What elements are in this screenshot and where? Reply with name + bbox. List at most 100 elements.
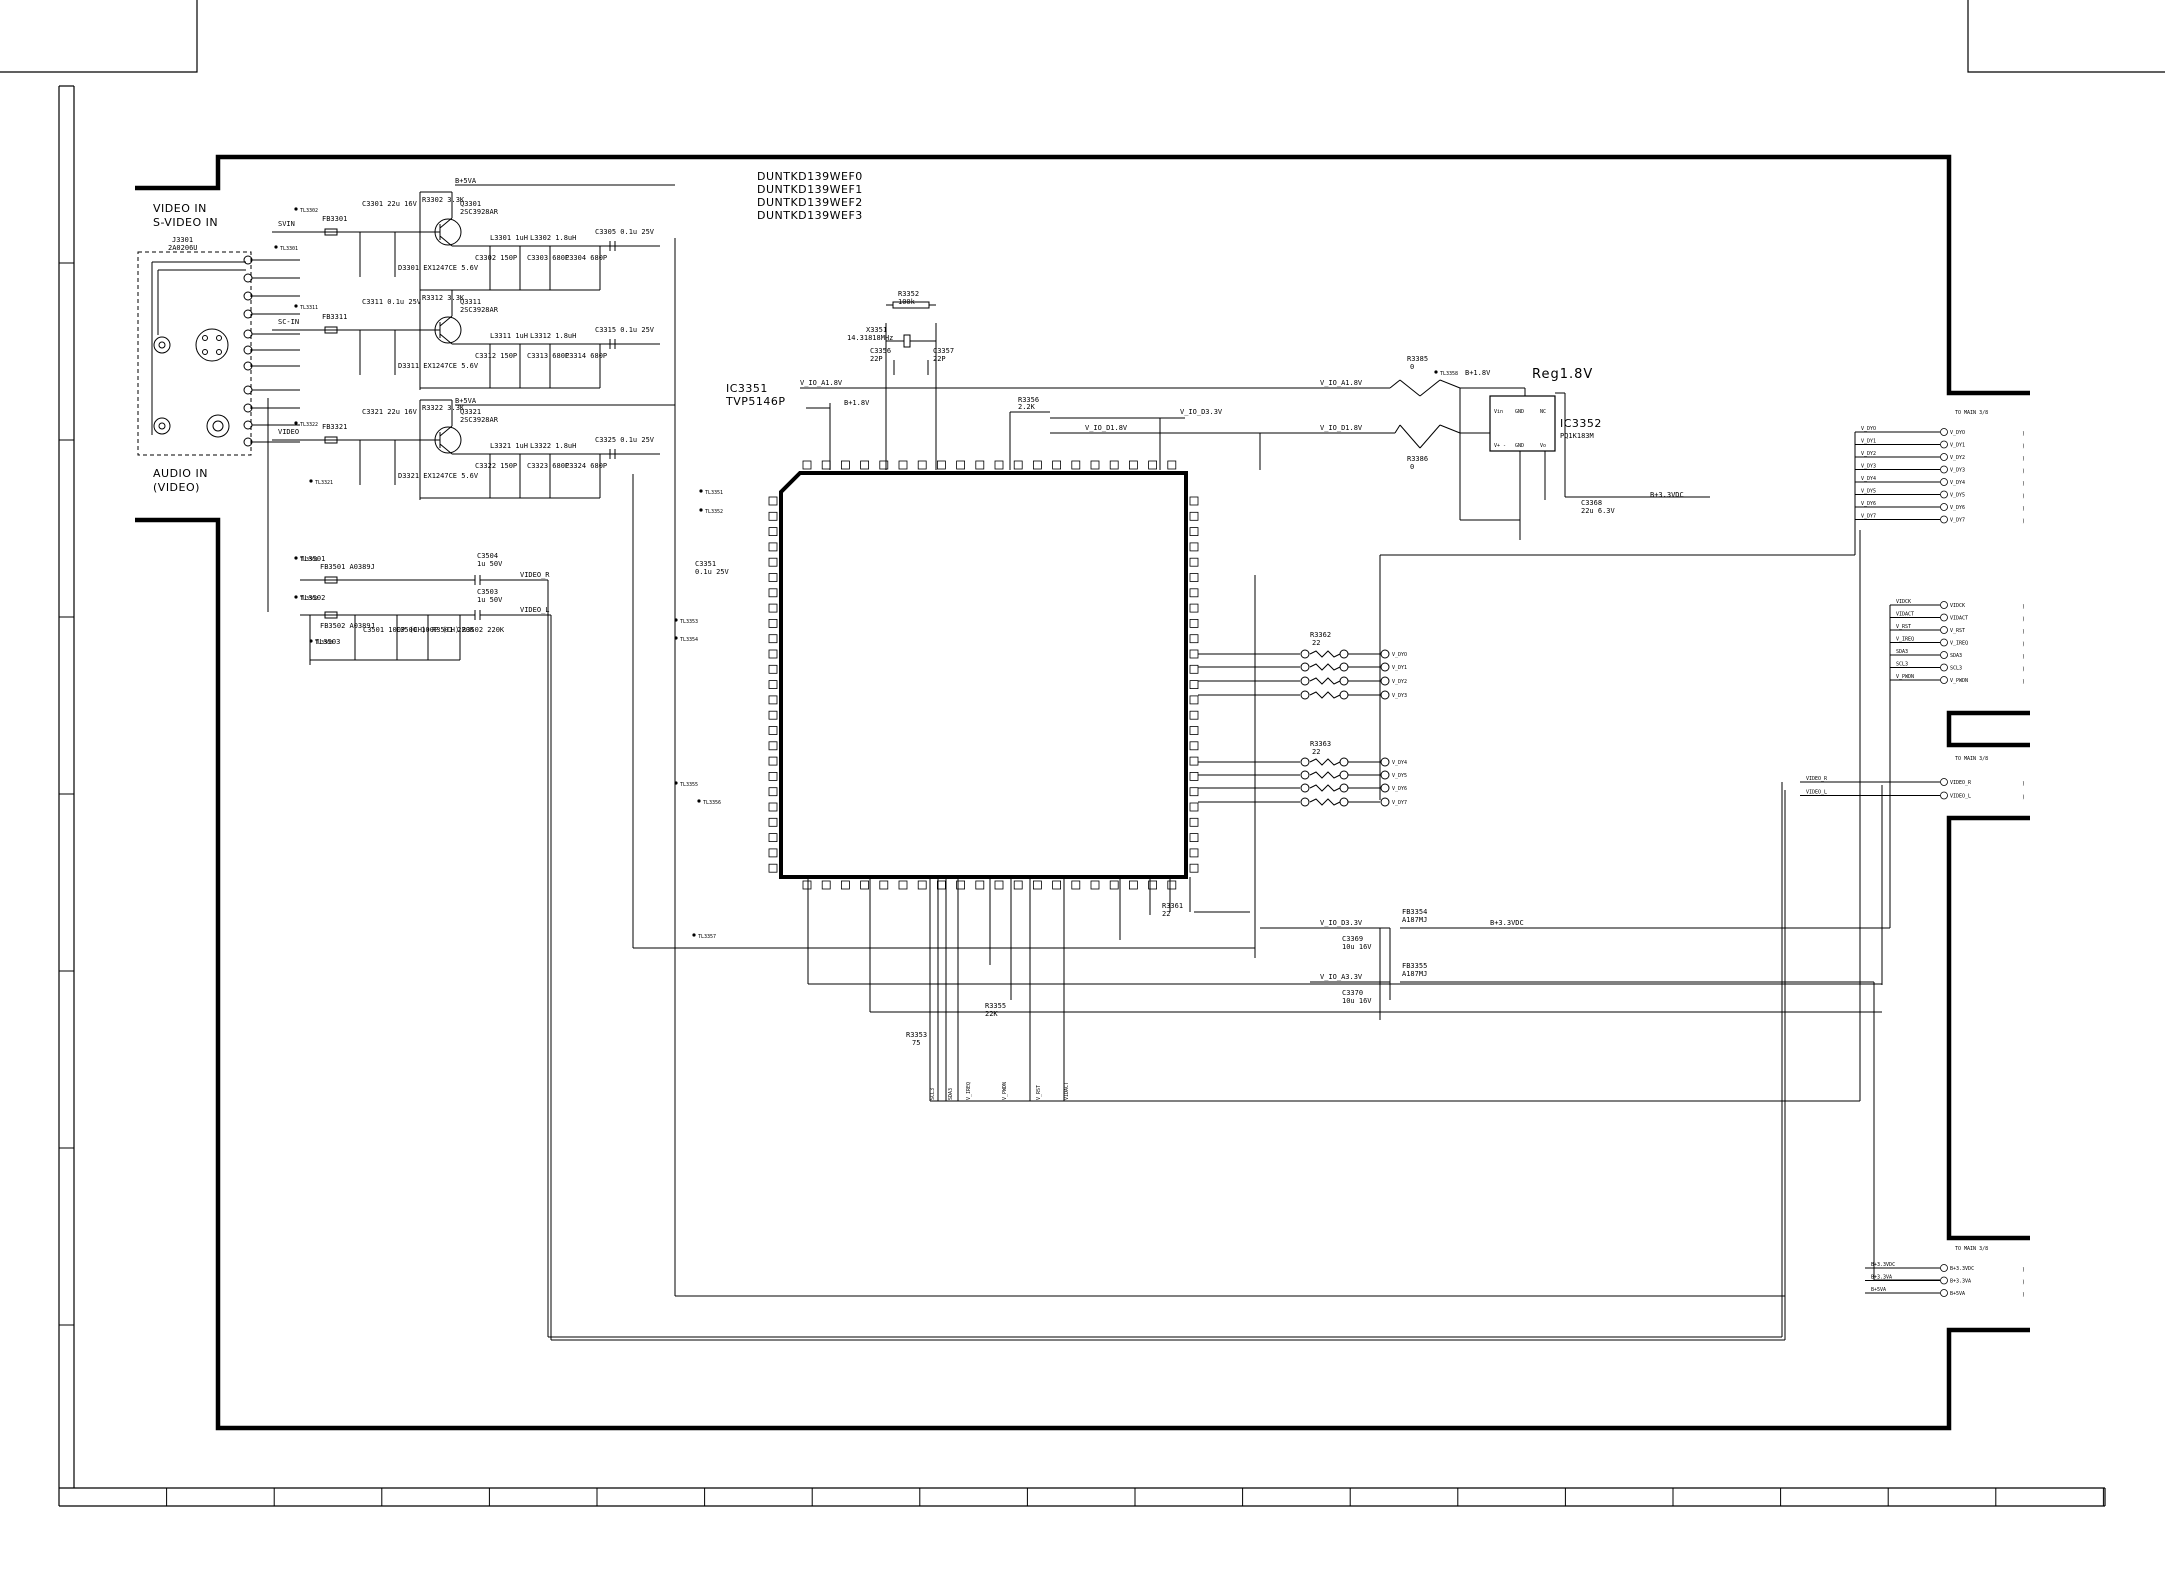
ic-pin-left [768,603,778,613]
ic-pin-left [768,787,778,797]
ic-pin-right [1189,557,1199,567]
svg-text:V_IO_D3.3V: V_IO_D3.3V [1180,408,1223,416]
bottom-bus-labels: V_IO_D3.3V V_IO_A3.3V B+3.3VDC FB3354 A1… [695,560,1524,1047]
bus-label: SDA3 [948,1088,954,1100]
svg-text:VIDEO: VIDEO [278,428,299,436]
svg-text:V_IO_D1.8V: V_IO_D1.8V [1320,424,1363,432]
ic-pin-bottom [860,880,869,890]
connector-groups: TO MAIN 3/8V_DYO)V_DYOV_DY1)V_DY1V_DY2)V… [1379,410,2025,1298]
svg-text:VIDEO_R: VIDEO_R [520,571,550,579]
ic-pin-right [1189,664,1199,674]
svg-text:): ) [2022,667,2025,673]
data-line-label: V_DY2 [1392,679,1407,685]
jack-pin [243,420,253,430]
ic-pin-top [1129,460,1138,470]
test-point: TL3355 [674,781,698,788]
jack-part: 2A0206U [168,244,198,252]
test-point: TL3351 [699,489,723,496]
svg-text:C3324 680P: C3324 680P [565,462,607,470]
svg-text:C3305 0.1u 25V: C3305 0.1u 25V [595,228,655,236]
svg-text:R3386: R3386 [1407,455,1428,463]
connector-pin [1940,453,1948,461]
svg-text:A187MJ: A187MJ [1402,970,1427,978]
svg-text:R3353: R3353 [906,1031,927,1039]
ic-pin-top [1148,460,1157,470]
test-point: TL3322 [294,421,318,428]
connector-group-3: TO MAIN 3/8B+3.3VDC)B+3.3VDCB+3.3VA)B+3.… [1865,1246,2025,1298]
svg-text:R3361: R3361 [1162,902,1183,910]
svg-text:0: 0 [1410,363,1414,371]
test-point: TL3501 [294,556,318,563]
svg-text:D3321 EX1247CE 5.6V: D3321 EX1247CE 5.6V [398,472,479,480]
data-resistor-labels: R3362 22 R3363 22 [1310,631,1331,756]
test-point: TL3353 [674,618,698,625]
connector-label: V_DYO [1950,430,1965,436]
ic-pin-right [1189,573,1199,582]
ic-pin-top [1052,460,1061,470]
ic-pin-right [1189,649,1199,659]
input-labels: VIDEO IN S-VIDEO IN AUDIO IN (VIDEO) J33… [153,202,218,494]
svg-text:): ) [2022,456,2025,462]
net-label: V_DYO [1861,426,1876,432]
test-point: TL3311 [294,304,318,311]
svg-text:C3356: C3356 [870,347,891,355]
svg-text:C3321 22u 16V: C3321 22u 16V [362,408,418,416]
ic-pin-top [898,460,908,470]
net-label: VIDEO_R [1806,776,1828,782]
data-line-label: V_DY5 [1392,773,1407,779]
svg-text:V_IO_D1.8V: V_IO_D1.8V [1085,424,1128,432]
svg-text:FB3355: FB3355 [1402,962,1427,970]
net-label: SDA3 [1896,649,1908,655]
net-label: V_DY4 [1861,476,1876,482]
ic-pin-right [1189,726,1199,735]
connector-pin [1940,791,1948,800]
ic-pin-top [1013,460,1023,470]
connector-label: V_DY2 [1950,455,1965,461]
svg-text:L3302 1.8uH: L3302 1.8uH [530,234,576,242]
ic-pin-right [1189,634,1199,644]
svg-text:2SC3928AR: 2SC3928AR [460,306,499,314]
model-0: DUNTKD139WEF0 [757,170,863,183]
svg-text:R3363: R3363 [1310,740,1331,748]
svg-text:): ) [2022,654,2025,660]
ic-pin-top [994,460,1004,470]
power-rails [800,379,1490,470]
svg-text:R3385: R3385 [1407,355,1428,363]
ic-pin-right [1189,619,1199,628]
connector-label: SDA3 [1950,653,1962,659]
bus-label: V_PWDN [1002,1082,1008,1100]
test-point: TL3321 [309,479,333,486]
svg-text:TL3353: TL3353 [680,619,698,625]
svg-text:FB3501 A0389J: FB3501 A0389J [320,563,375,571]
svg-text:): ) [2022,781,2025,787]
svg-text:L3312 1.8uH: L3312 1.8uH [530,332,576,340]
ic-pin-top [802,460,812,470]
input-jack [137,251,252,456]
svg-text:22: 22 [1312,639,1320,647]
svg-text:10u 16V: 10u 16V [1342,943,1372,951]
svg-text:C3351: C3351 [695,560,716,568]
svg-text:): ) [2022,469,2025,475]
connector-group-2: TO MAIN 3/8VIDEO_R)VIDEO_RVIDEO_L)VIDEO_… [1800,756,2025,801]
ic-pin-left [768,542,778,552]
connector-label: B+5VA [1950,1291,1965,1297]
svg-text:10u 16V: 10u 16V [1342,997,1372,1005]
ic-pin-bottom [841,880,850,890]
test-point: TL3302 [294,207,318,214]
ic-pin-left [768,557,778,567]
audio-in-sub-label: (VIDEO) [153,481,200,494]
regulator: Reg1.8V IC3352 PQ1K183M Vin GND NC V+ - … [1465,367,1684,515]
svg-text:Vin: Vin [1494,409,1503,415]
svg-text:1u 50V: 1u 50V [477,596,503,604]
ic-pin-bottom [975,880,985,890]
decoder-ic-part: TVP5146P [725,395,786,408]
ic-pin-right [1189,695,1199,705]
net-label: VIDCK [1896,599,1911,605]
bus-label: VIDACT [1064,1082,1070,1100]
svg-text:L3322 1.8uH: L3322 1.8uH [530,442,576,450]
decoder-ic-pins [768,460,1199,890]
connector-pin [1940,478,1948,486]
svg-text:C3368: C3368 [1581,499,1602,507]
svg-text:C3314 680P: C3314 680P [565,352,607,360]
svg-text:TL3301: TL3301 [280,246,298,252]
